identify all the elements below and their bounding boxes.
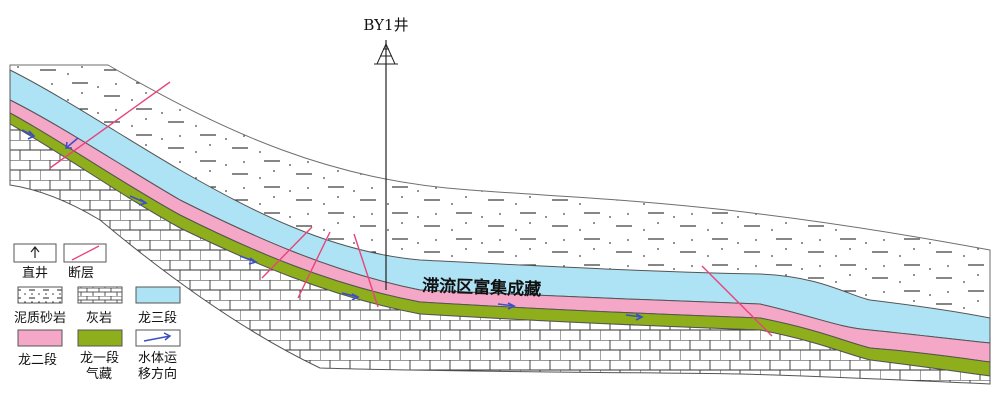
legend-label-fault: 断层 (68, 266, 94, 281)
legend-swatch-long2 (17, 329, 63, 347)
legend-label-long1-line1: 龙一段 (80, 351, 119, 366)
flow-arrow (341, 292, 360, 301)
derrick-icon (376, 42, 396, 65)
enrichment-annotation: 滞流区富集成藏 (422, 275, 542, 300)
fault-line (49, 81, 171, 169)
faults (49, 81, 773, 337)
fault-line (353, 233, 379, 308)
fault-line (261, 226, 313, 279)
flow-arrow (65, 137, 79, 149)
legend: 直井 断层 泥质砂岩 灰岩 龙三段 龙二段 龙一段 气藏 水体运 移方向 (13, 243, 181, 382)
legend-label-long3: 龙三段 (138, 311, 177, 326)
legend-label-flow-line2: 移方向 (138, 366, 177, 382)
legend-label-vertical-well: 直井 (22, 266, 48, 281)
well-icon (30, 246, 40, 258)
legend-label-flow-line1: 水体运 (138, 351, 177, 366)
water-flow-arrows (21, 129, 644, 321)
well-by1: BY1井 (363, 16, 409, 290)
legend-label-limestone: 灰岩 (86, 311, 112, 326)
legend-label-long1-line2: 气藏 (86, 366, 112, 382)
fault-line (701, 265, 773, 337)
legend-swatch-long3 (135, 286, 181, 304)
flow-arrow (129, 195, 148, 206)
layer-limestone (9, 123, 991, 385)
legend-label-muddy-sandstone: 泥质砂岩 (14, 311, 66, 326)
flow-arrow-icon (143, 332, 172, 342)
well-label: BY1井 (363, 16, 408, 34)
flow-arrow (239, 255, 258, 265)
flow-arrow (497, 302, 516, 310)
legend-swatch-long1 (77, 329, 123, 347)
flow-arrow (625, 313, 644, 321)
fault-icon (71, 245, 100, 261)
fault-line (297, 231, 331, 299)
legend-swatch-muddy-sandstone (17, 286, 63, 304)
legend-label-long2: 龙二段 (18, 353, 57, 368)
flow-arrow (21, 129, 36, 140)
legend-swatch-limestone (77, 286, 123, 304)
